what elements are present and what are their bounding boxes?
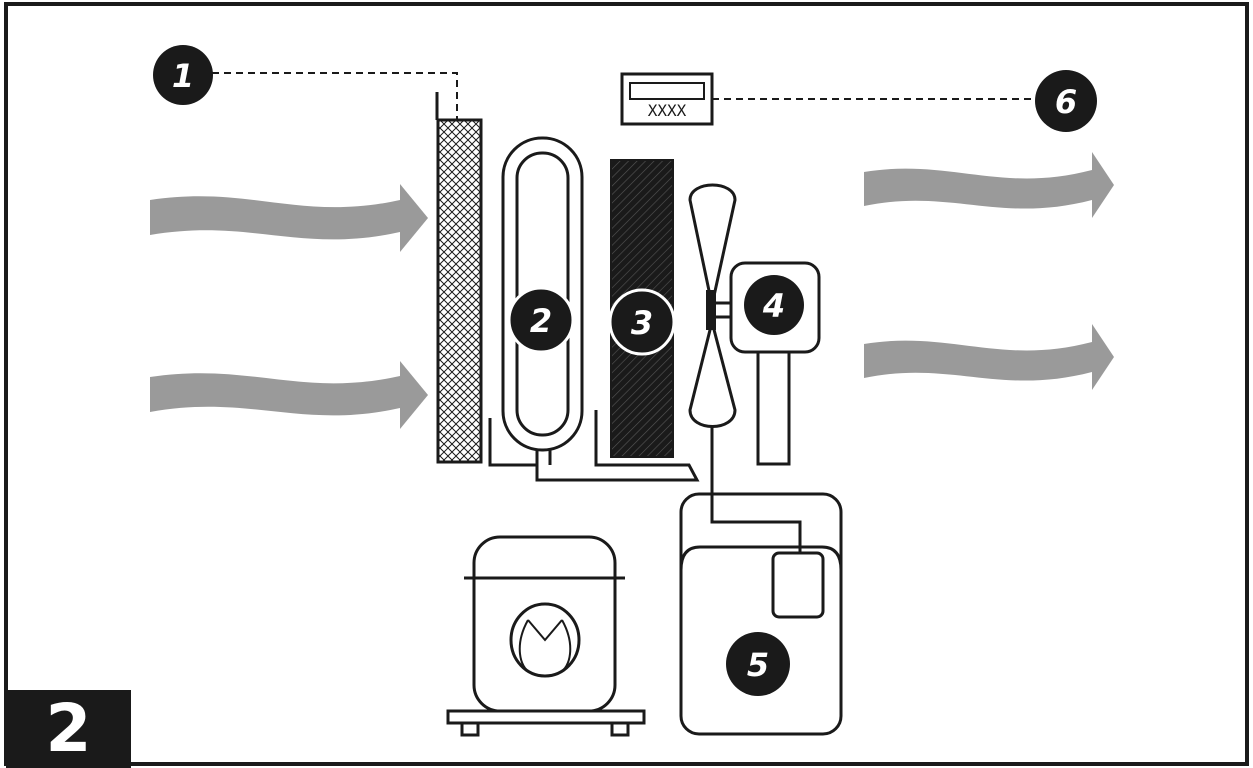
drip-tray [488,410,700,482]
callout-6-label: 6 [1055,83,1077,121]
airflow-out-bottom-arrow [864,324,1114,390]
diagram-frame [4,2,1249,766]
leader-line-1 [212,72,458,120]
airflow-in-bottom-arrow [150,361,428,429]
compressor [446,535,646,737]
callout-2-badge: 2 [507,286,575,354]
callout-4-label: 4 [762,287,785,325]
callout-6-badge: 6 [1035,70,1097,132]
callout-5-label: 5 [747,646,769,684]
control-panel [620,72,714,126]
fan-blade [688,183,737,428]
figure-number-label: 2 [6,690,131,768]
callout-3-badge: 3 [608,288,676,356]
display-readout: XXXX [648,101,687,120]
airflow-in-top-arrow [150,184,428,252]
water-tank [679,492,843,736]
callout-5-badge: 5 [726,632,790,696]
callout-4-badge: 4 [744,275,804,335]
drain-hose [710,425,802,553]
callout-2-label: 2 [530,302,552,340]
callout-3-label: 3 [631,304,653,342]
airflow-out-top-arrow [864,152,1114,218]
air-filter [435,92,483,464]
callout-1-label: 1 [172,57,194,95]
callout-1-badge: 1 [153,45,213,105]
